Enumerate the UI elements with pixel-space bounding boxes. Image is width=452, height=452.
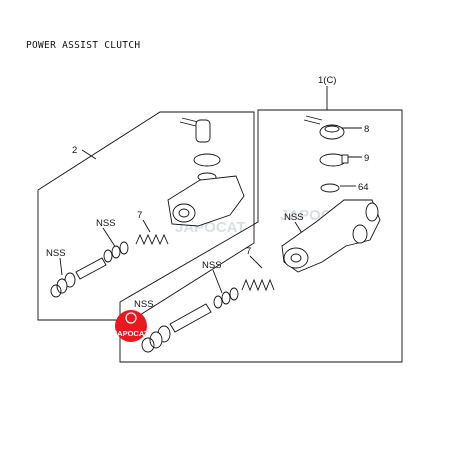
seal-upper-a xyxy=(119,241,129,255)
part-9-tab xyxy=(341,154,349,164)
pipe-fitting-2 xyxy=(179,117,199,127)
outlet-port-1c xyxy=(352,224,368,244)
callout-assembly-1c: 1(C) xyxy=(318,75,336,86)
seal-lower-c xyxy=(213,295,223,309)
washer-lower xyxy=(149,331,163,349)
spring-7-lower xyxy=(241,278,275,292)
seal-upper-b xyxy=(111,245,121,259)
leader-nss-left xyxy=(59,257,63,276)
fitting-body-2 xyxy=(195,119,211,143)
logo-emblem-icon xyxy=(125,312,137,324)
piston-lower xyxy=(169,303,212,333)
leader-nss-upper xyxy=(102,227,117,249)
callout-part-9: 9 xyxy=(364,153,369,164)
callout-nss-left: NSS xyxy=(46,248,66,259)
leader-7-upper xyxy=(142,219,151,233)
cylinder-bore-1c xyxy=(290,253,302,263)
snapring-lower xyxy=(141,337,155,353)
seal-upper-c xyxy=(103,249,113,263)
cylinder-flange-1c xyxy=(283,247,309,269)
callout-part-64: 64 xyxy=(358,182,369,193)
piston-upper xyxy=(75,257,107,280)
callout-nss-upper: NSS xyxy=(96,218,116,229)
callout-part-7-upper: 7 xyxy=(137,210,142,221)
callout-part-7-lower: 7 xyxy=(246,246,251,257)
seal-lower-b xyxy=(221,291,231,305)
logo-badge-icon xyxy=(115,310,147,342)
assembly-1c-frame xyxy=(119,109,403,363)
part-8-top xyxy=(324,125,340,133)
clip-ring-2 xyxy=(193,153,221,167)
pipe-fitting-8 xyxy=(303,115,323,125)
reservoir-port-1c xyxy=(365,202,379,222)
snapring-upper xyxy=(50,284,62,298)
leader-7-lower xyxy=(249,255,263,269)
part-64-oring xyxy=(320,183,340,193)
callout-assembly-2: 2 xyxy=(72,145,77,156)
callout-nss-bottom: NSS xyxy=(134,299,154,310)
washer-upper xyxy=(56,278,68,294)
japocat-logo: JAPOCAT xyxy=(113,310,149,342)
leader-2 xyxy=(81,149,97,160)
spring-7-upper xyxy=(135,233,169,246)
logo-text: JAPOCAT xyxy=(113,329,149,338)
leader-nss-lower xyxy=(212,269,223,294)
cylinder-flange-2 xyxy=(172,203,196,223)
seal-lower-a xyxy=(229,287,239,301)
cylinder-bore-2 xyxy=(178,208,190,218)
callout-nss-right-inner: NSS xyxy=(284,212,304,223)
page-title: POWER ASSIST CLUTCH xyxy=(26,40,141,51)
assembly-2-frame xyxy=(37,111,255,321)
callout-nss-lower: NSS xyxy=(202,260,222,271)
callout-part-8: 8 xyxy=(364,124,369,135)
